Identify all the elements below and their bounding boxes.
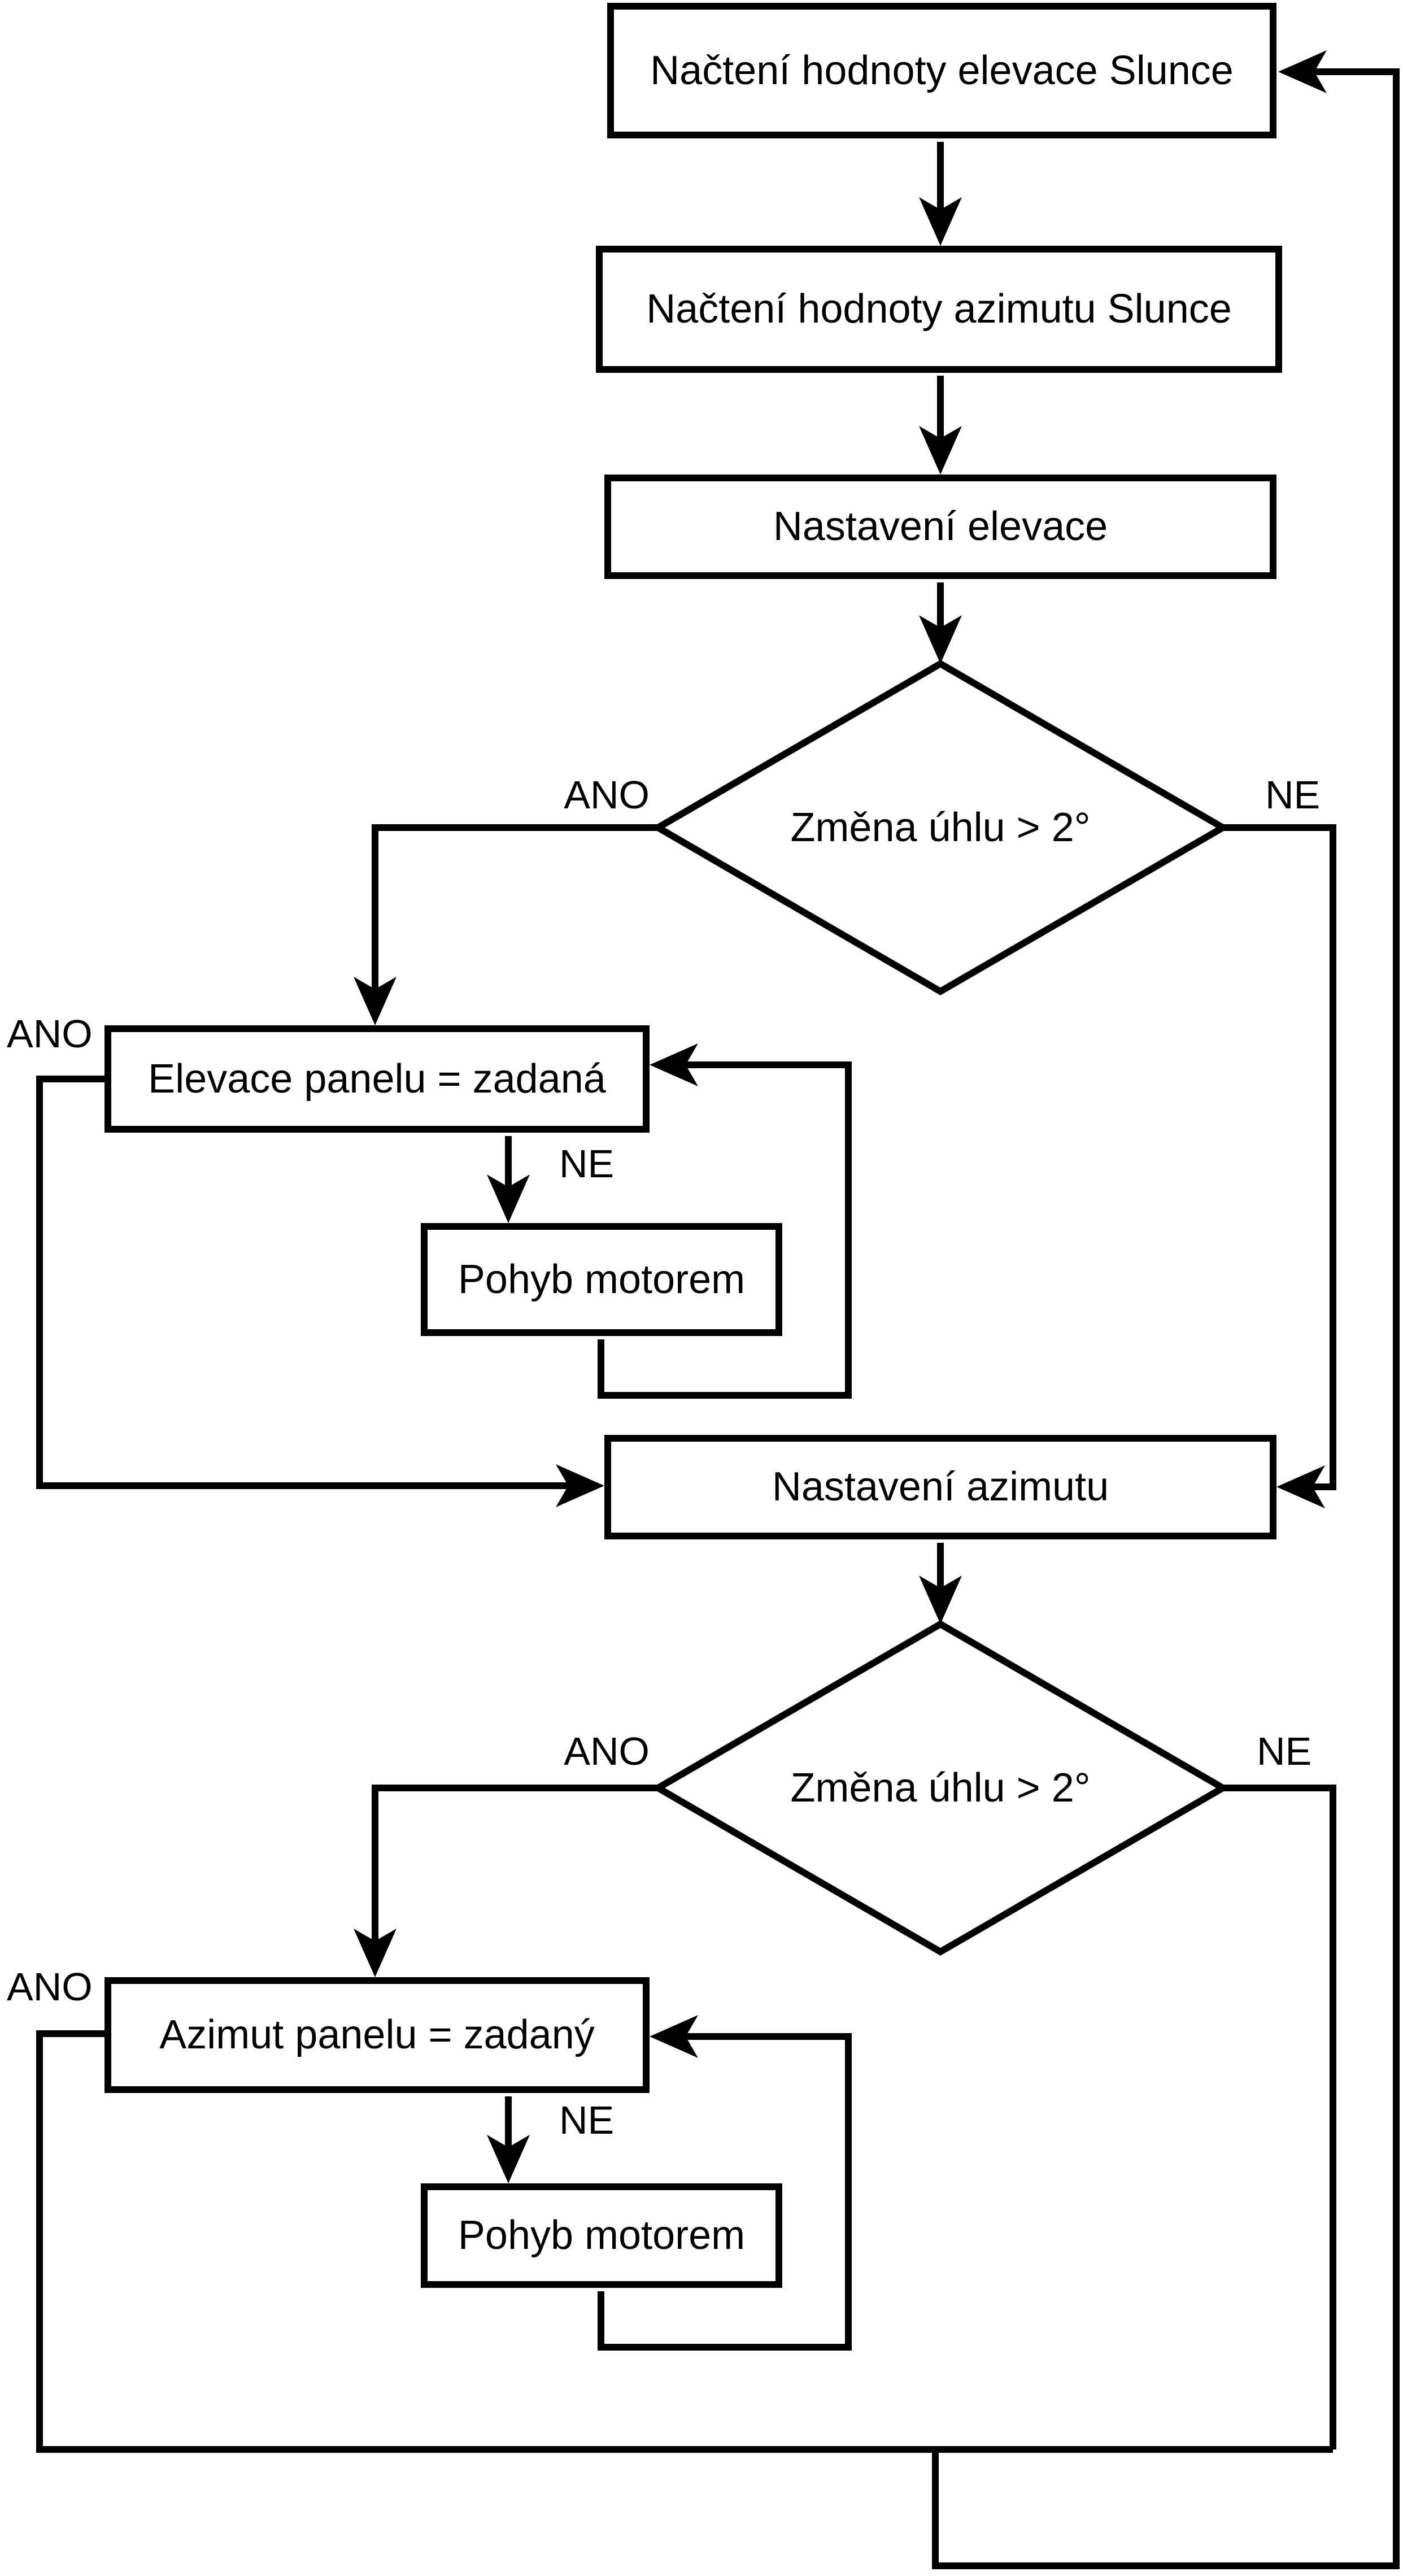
node-set-azimuth: Nastavení azimutu bbox=[604, 1435, 1276, 1539]
edge-azimuth-motor-loop bbox=[598, 2015, 852, 2351]
node-elevation-equal: Elevace panelu = zadaná bbox=[104, 1025, 650, 1133]
node-azimuth-equal: Azimut panelu = zadaný bbox=[104, 1977, 650, 2093]
label-azimuth-check-ano: ANO bbox=[564, 1729, 650, 1773]
label-elevation-check-ne: NE bbox=[1265, 773, 1321, 817]
edge-azimuth-check-ano bbox=[354, 1785, 658, 1977]
label-azimuth-check-ne: NE bbox=[1257, 1729, 1312, 1773]
node-set-elevation-label: Nastavení elevace bbox=[773, 504, 1108, 550]
edge-elevation-equal-ano bbox=[36, 1076, 604, 1507]
edge-elevation-motor-loop bbox=[598, 1043, 852, 1399]
label-azimuth-equal-ano: ANO bbox=[7, 1965, 93, 2009]
edge-return-loop-to-start bbox=[932, 50, 1400, 2569]
diamond-elevation-check-shape bbox=[651, 660, 1230, 995]
node-elevation-equal-label: Elevace panelu = zadaná bbox=[148, 1056, 606, 1102]
node-set-azimuth-label: Nastavení azimutu bbox=[772, 1464, 1109, 1510]
label-elevation-check-ano: ANO bbox=[564, 773, 650, 817]
node-elevation-motor-label: Pohyb motorem bbox=[457, 1256, 746, 1302]
node-azimuth-equal-label: Azimut panelu = zadaný bbox=[159, 2012, 595, 2058]
diamond-azimuth-check-shape bbox=[651, 1620, 1230, 1956]
label-azimuth-equal-ne: NE bbox=[559, 2098, 615, 2142]
edge-elevation-check-ano bbox=[354, 824, 658, 1025]
edge-azimuth-equal-ano-bottom bbox=[36, 2030, 1333, 2453]
node-azimuth-motor: Pohyb motorem bbox=[421, 2183, 782, 2288]
edge-azimuth-check-ne bbox=[1223, 1785, 1336, 2449]
node-elevation-motor: Pohyb motorem bbox=[421, 1223, 782, 1336]
node-azimuth-motor-label: Pohyb motorem bbox=[457, 2213, 746, 2259]
label-elevation-equal-ano: ANO bbox=[7, 1012, 93, 1056]
node-set-elevation: Nastavení elevace bbox=[604, 475, 1276, 579]
label-elevation-equal-ne: NE bbox=[559, 1142, 615, 1186]
node-load-azimuth: Načtení hodnoty azimutu Slunce bbox=[596, 246, 1282, 373]
edge-elevation-check-ne bbox=[1223, 824, 1336, 1508]
node-load-elevation-label: Načtení hodnoty elevace Slunce bbox=[650, 47, 1234, 93]
node-load-elevation: Načtení hodnoty elevace Slunce bbox=[607, 3, 1276, 138]
node-load-azimuth-label: Načtení hodnoty azimutu Slunce bbox=[646, 286, 1232, 332]
